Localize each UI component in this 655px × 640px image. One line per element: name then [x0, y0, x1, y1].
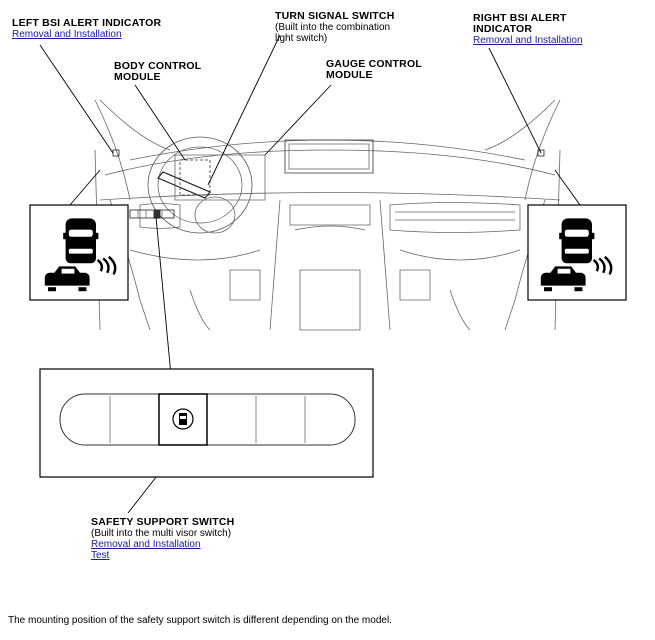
turn-signal-title: TURN SIGNAL SWITCH: [275, 10, 395, 22]
left-bsi-inset: [29, 204, 129, 301]
safety-switch-removal-link[interactable]: Removal and Installation: [91, 539, 201, 550]
safety-switch-sub: (Built into the multi visor switch): [91, 528, 232, 539]
body-control-title1: BODY CONTROL: [114, 60, 202, 72]
leader-lines: [39, 34, 581, 514]
turn-signal-label: TURN SIGNAL SWITCH (Built into the combi…: [275, 10, 395, 45]
safety-switch-title: SAFETY SUPPORT SWITCH: [91, 516, 235, 528]
safety-switch-label: SAFETY SUPPORT SWITCH (Built into the mu…: [91, 516, 235, 562]
body-control-title2: MODULE: [114, 71, 161, 83]
right-bsi-title2: INDICATOR: [473, 23, 533, 35]
right-bsi-label: RIGHT BSI ALERT INDICATOR Removal and In…: [473, 12, 583, 47]
right-bsi-inset: [527, 204, 627, 301]
gauge-control-title2: MODULE: [326, 69, 373, 81]
safety-switch-test-link[interactable]: Test: [91, 550, 110, 561]
body-control-label: BODY CONTROL MODULE: [114, 61, 201, 83]
turn-signal-sub2: light switch): [275, 33, 328, 44]
left-bsi-label: LEFT BSI ALERT INDICATOR Removal and Ins…: [12, 17, 162, 41]
turn-signal-sub1: (Built into the combination: [275, 22, 391, 33]
gauge-control-label: GAUGE CONTROL MODULE: [326, 59, 422, 81]
left-bsi-removal-link[interactable]: Removal and Installation: [12, 29, 122, 40]
right-bsi-removal-link[interactable]: Removal and Installation: [473, 35, 583, 46]
left-bsi-title: LEFT BSI ALERT INDICATOR: [12, 17, 162, 29]
safety-switch-inset: [39, 368, 374, 478]
dashboard-sketch: [94, 99, 561, 331]
right-bsi-title1: RIGHT BSI ALERT: [473, 12, 567, 24]
safety-support-switch-icon[interactable]: [172, 408, 194, 430]
footnote: The mounting position of the safety supp…: [8, 615, 392, 626]
gauge-control-title1: GAUGE CONTROL: [326, 58, 422, 70]
